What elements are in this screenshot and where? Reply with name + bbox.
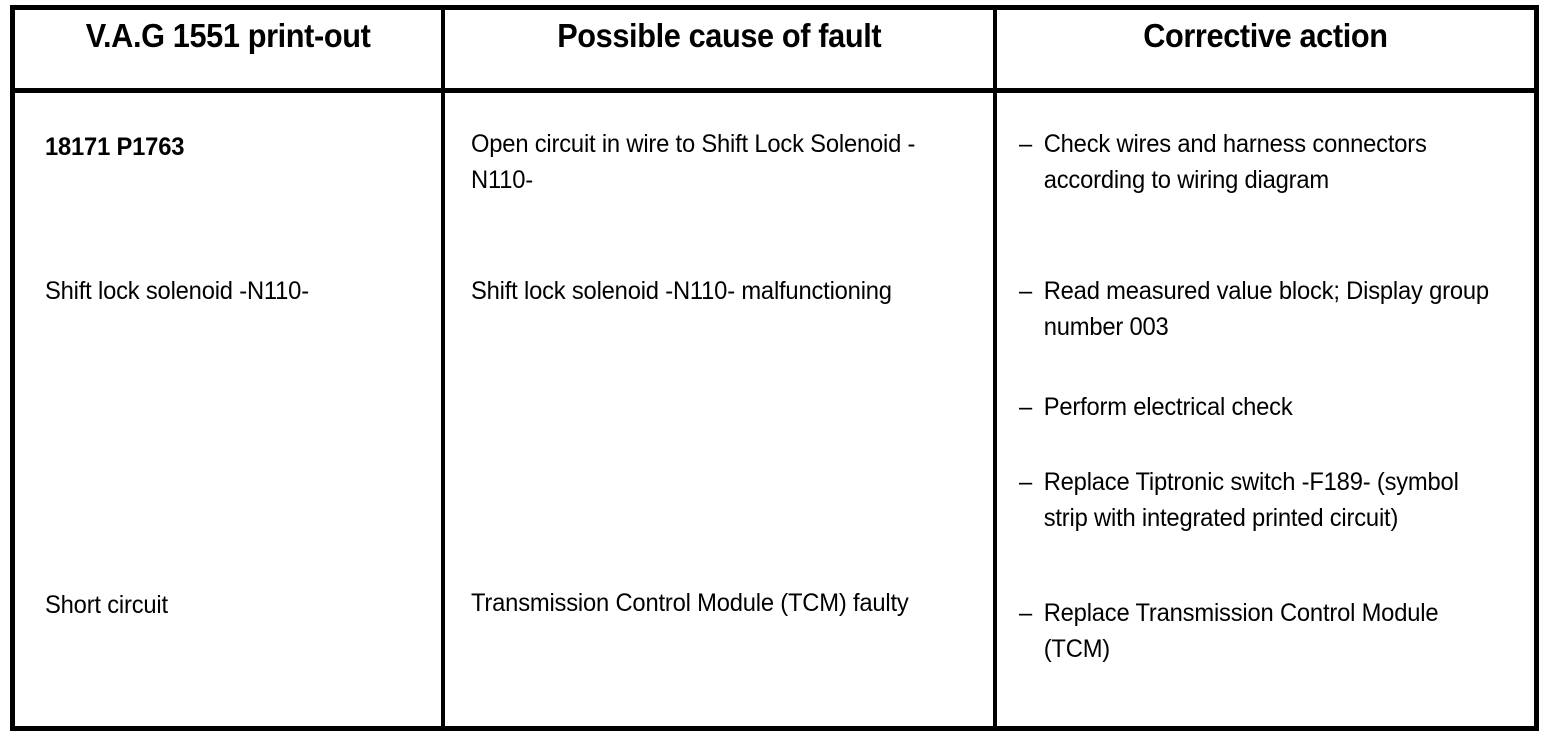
printout-entry: Shift lock solenoid -N110- [45,277,309,305]
column-header-label: V.A.G 1551 print-out [85,17,371,54]
column-header-vag-printout: V.A.G 1551 print-out [15,10,445,88]
corrective-entry: – Read measured value block; Display gro… [1019,273,1504,345]
cause-entry: Open circuit in wire to Shift Lock Solen… [471,130,916,194]
corrective-entry: – Perform electrical check [1019,389,1504,425]
printout-entry: Short circuit [45,591,168,619]
column-cell-corrective-action: – Check wires and harness connectors acc… [997,93,1534,726]
column-header-label: Possible cause of fault [556,17,882,54]
column-header-corrective-action: Corrective action [997,10,1534,88]
printout-entry: 18171 P1763 [45,133,185,161]
dash-bullet-icon: – [1019,393,1033,421]
cause-entry: Shift lock solenoid -N110- malfunctionin… [471,277,892,305]
corrective-entry-label: Perform electrical check [1043,393,1293,421]
corrective-entry-label: Replace Tiptronic switch -F189- (symbol … [1043,468,1459,532]
table-header-row: V.A.G 1551 print-out Possible cause of f… [15,10,1534,93]
dash-bullet-icon: – [1019,277,1033,305]
fault-code-table: V.A.G 1551 print-out Possible cause of f… [10,5,1539,731]
corrective-entry-list: – Check wires and harness connectors acc… [997,93,1534,726]
dash-bullet-icon: – [1019,599,1033,627]
dash-bullet-icon: – [1019,468,1033,496]
corrective-entry: – Replace Tiptronic switch -F189- (symbo… [1019,464,1513,536]
column-cell-possible-cause: Open circuit in wire to Shift Lock Solen… [445,93,997,726]
corrective-entry-label: Read measured value block; Display group… [1043,277,1489,341]
table-body: 18171 P1763 Shift lock solenoid -N110- S… [15,93,1534,726]
corrective-entry: – Check wires and harness connectors acc… [1019,126,1504,198]
corrective-entry-label: Replace Transmission Control Module (TCM… [1043,599,1439,663]
dash-bullet-icon: – [1019,130,1033,158]
corrective-entry: – Replace Transmission Control Module (T… [1019,595,1504,667]
cause-entry: Transmission Control Module (TCM) faulty [471,589,909,617]
printout-entry-list: 18171 P1763 Shift lock solenoid -N110- S… [15,93,441,726]
corrective-entry-label: Check wires and harness connectors accor… [1043,130,1427,194]
column-cell-vag-printout: 18171 P1763 Shift lock solenoid -N110- S… [15,93,445,726]
column-header-possible-cause: Possible cause of fault [445,10,997,88]
column-header-label: Corrective action [1143,17,1388,54]
cause-entry-list: Open circuit in wire to Shift Lock Solen… [445,93,993,726]
